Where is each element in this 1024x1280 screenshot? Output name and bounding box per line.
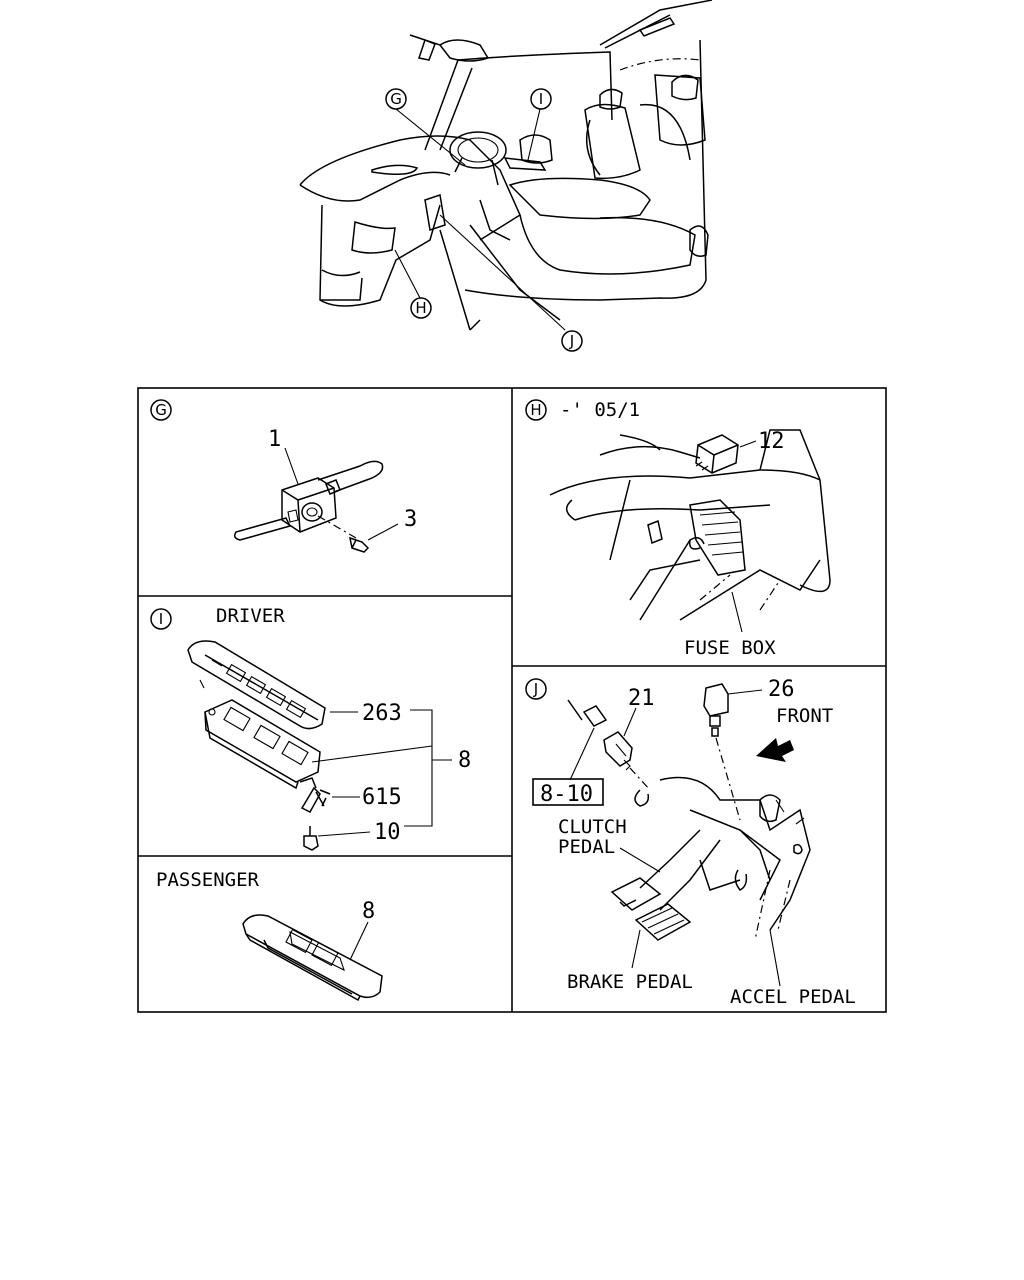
clutch-label-line2: PEDAL [558, 836, 615, 858]
passenger-part-8-label: 8 [362, 899, 375, 924]
panel-passenger: PASSENGER 8 [156, 869, 383, 1002]
front-label: FRONT [776, 705, 833, 727]
brake-pedal-label: BRAKE PEDAL [567, 971, 693, 993]
driver-switch-assembly [204, 699, 321, 790]
boxed-part-frame [532, 778, 604, 806]
panel-g-id: G [155, 401, 167, 419]
passenger-label: PASSENGER [156, 869, 260, 891]
part-26-label: 26 [768, 677, 795, 702]
panel-grid [137, 387, 887, 1013]
part-263-label: 263 [362, 701, 402, 726]
part-21-label: 21 [628, 686, 655, 711]
panel-j-id: J [533, 680, 538, 698]
driver-label: DRIVER [216, 605, 285, 627]
part-12-label: 12 [758, 429, 785, 454]
callout-i-overview: I [539, 90, 543, 108]
part-3-label: 3 [404, 507, 417, 532]
callout-j-overview: J [569, 332, 574, 350]
panel-h-id: H [530, 401, 541, 419]
part-10-label: 10 [374, 820, 401, 845]
pedal-assembly-drawing [610, 776, 811, 941]
combination-switch [233, 460, 384, 541]
accel-pedal-label: ACCEL PEDAL [730, 986, 856, 1008]
part-615-label: 615 [362, 785, 402, 810]
fuse-box-label: FUSE BOX [684, 637, 776, 659]
panel-g: G 1 3 [150, 399, 417, 553]
part-1-label: 1 [268, 427, 281, 452]
relay-harness-drawing: 12 FUSE BOX [549, 429, 831, 659]
callout-h-overview: H [415, 299, 426, 317]
panel-j: J 8-10 21 26 FRONT [525, 677, 856, 1008]
panel-h-note: -' 05/1 [560, 399, 640, 421]
callout-g-overview: G [390, 90, 402, 108]
panel-i-id: I [159, 610, 163, 628]
part-8-label: 8 [458, 748, 471, 773]
boxed-part-label: 8-10 [540, 782, 593, 807]
panel-h: H -' 05/1 12 FUSE BOX [525, 399, 831, 659]
clutch-label-line1: CLUTCH [558, 816, 627, 838]
front-arrow-icon [756, 738, 794, 762]
driver-switch-bezel [187, 640, 326, 730]
cab-interior-overview: G I H J [299, 0, 713, 352]
panel-i: I DRIVER [150, 605, 471, 851]
passenger-switch [242, 914, 383, 1002]
